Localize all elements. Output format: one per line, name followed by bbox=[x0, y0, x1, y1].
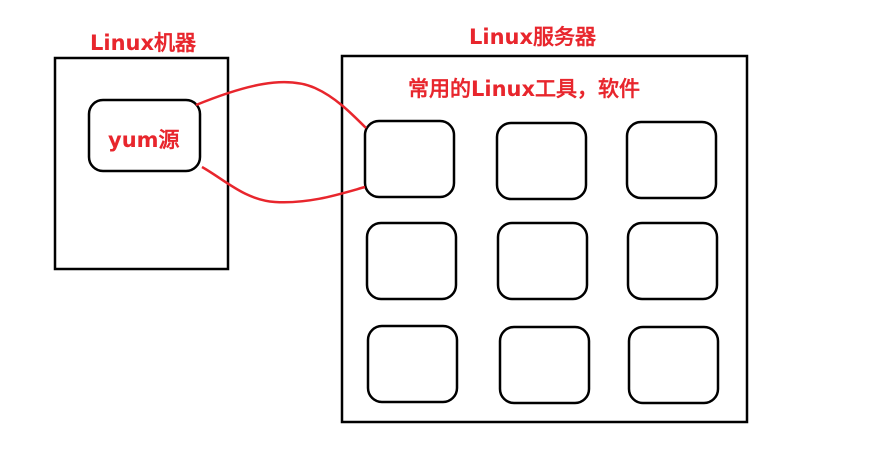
tool-slot bbox=[363, 119, 456, 199]
yum-source-label: yum源 bbox=[108, 128, 180, 152]
tool-slot bbox=[498, 325, 591, 405]
tool-slot bbox=[625, 120, 718, 200]
linux-machine-title: Linux机器 bbox=[90, 31, 197, 55]
tool-slot-grid bbox=[363, 119, 720, 405]
linux-server-box bbox=[340, 54, 749, 424]
linux-machine-box bbox=[53, 56, 230, 271]
linux-server-title: Linux服务器 bbox=[469, 25, 597, 49]
tool-slot bbox=[495, 121, 588, 201]
linux-server-subtitle: 常用的Linux工具，软件 bbox=[408, 77, 641, 101]
tool-slot bbox=[627, 325, 720, 405]
tool-slot bbox=[365, 221, 458, 301]
yum-source-box bbox=[87, 98, 202, 173]
connector-bottom bbox=[201, 165, 366, 204]
connector-top bbox=[195, 80, 367, 129]
tool-slot bbox=[626, 221, 719, 301]
tool-slot bbox=[496, 221, 589, 301]
tool-slot bbox=[366, 324, 459, 404]
